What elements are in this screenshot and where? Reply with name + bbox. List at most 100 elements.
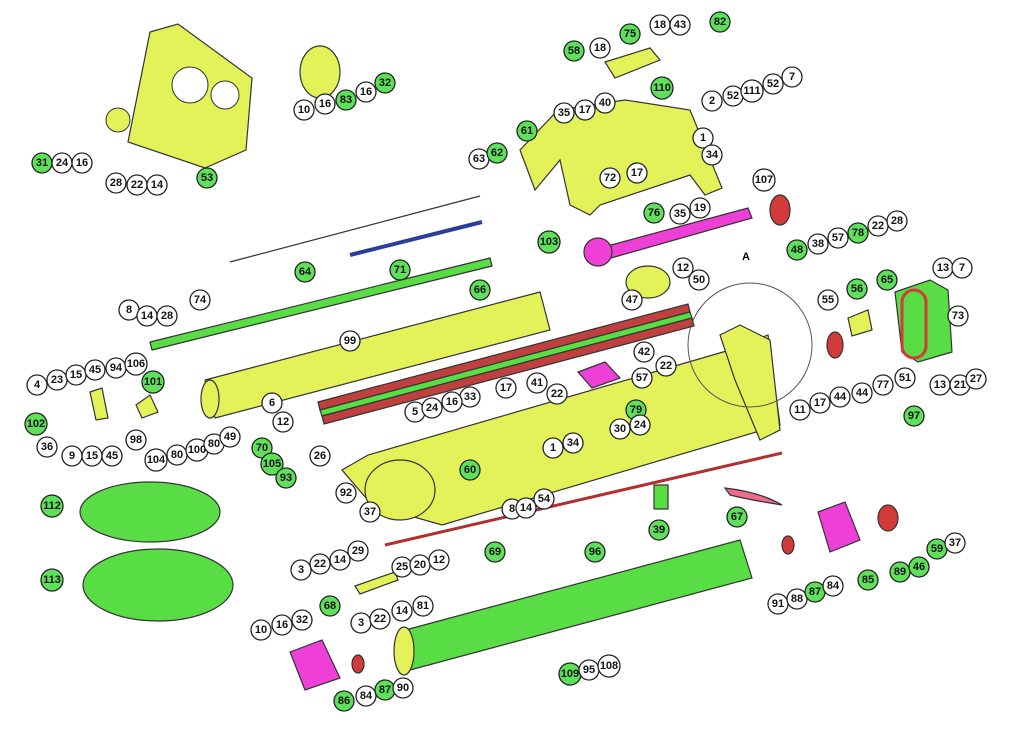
parts-layer: A [79,23,953,691]
callout-number: 12 [433,554,445,566]
callout-8: 8 [118,299,140,321]
callout-number: 80 [208,438,220,450]
callout-number: 45 [106,450,118,462]
callout-111: 111 [740,79,764,103]
callout-number: 7 [789,71,795,83]
callout-77: 77 [872,374,894,396]
callout-circle [762,73,784,95]
callout-number: 106 [127,358,145,370]
callout-number: 97 [908,410,920,422]
callout-number: 48 [791,244,803,256]
callout-circle [469,279,491,301]
callout-73: 73 [947,305,969,327]
red-rod [384,451,783,547]
callout-number: 19 [694,202,706,214]
callout-110: 110 [650,76,674,100]
callout-circle [701,90,723,112]
callout-circle [740,79,764,103]
callout-17: 17 [574,99,596,121]
callout-circle [563,40,585,62]
callout-number: 35 [558,107,570,119]
callout-1: 1 [542,437,564,459]
callout-number: 18 [654,19,666,31]
callout-16: 16 [441,391,463,413]
callout-number: 25 [396,561,408,573]
callout-circle [355,81,377,103]
callout-63: 63 [468,148,490,170]
callout-number: 32 [296,614,308,626]
callout-circle [84,359,106,381]
callout-39: 39 [648,519,670,541]
callout-2: 2 [701,90,723,112]
callout-circle [626,162,648,184]
callout-number: 95 [583,664,595,676]
callout-number: 13 [934,379,946,391]
callout-30: 30 [609,418,631,440]
callout-circle [827,227,849,249]
plate-hole [171,66,209,104]
callout-101: 101 [141,370,165,394]
callout-number: 22 [374,613,386,625]
callout-74: 74 [189,289,211,311]
callout-95: 95 [578,659,600,681]
detail-ellipse-112 [79,481,221,543]
callout-circle [125,429,147,451]
callout-64: 64 [294,261,316,283]
callout-circle [156,305,178,327]
callout-106: 106 [124,352,148,376]
callout-number: 91 [772,598,784,610]
callout-circle [597,654,621,678]
roller-end [200,379,220,419]
callout-number: 24 [426,402,439,414]
green-bar [229,195,481,263]
detail-circle [687,282,813,408]
callout-circle [631,367,653,389]
callout-number: 22 [872,220,884,232]
callout-circle [412,595,434,617]
callout-circle [146,174,168,196]
ring [625,265,671,299]
callout-16: 16 [355,81,377,103]
callout-number: 41 [531,377,543,389]
callout-circle [829,386,851,408]
callout-number: 86 [338,695,350,707]
callout-circle [105,172,127,194]
callout-number: 8 [509,503,515,515]
callout-circle [846,278,868,300]
callout-circle [709,11,731,33]
callout-71: 71 [389,259,411,281]
callout-circle [26,374,48,396]
callout-number: 56 [851,283,863,295]
callout-circle [689,197,711,219]
callout-23: 23 [46,369,68,391]
callout-number: 76 [648,207,660,219]
callout-circle [250,619,272,641]
callout-number: 34 [706,149,719,161]
callout-circle [293,99,315,121]
link-bracket [89,387,109,421]
callout-number: 18 [594,42,606,54]
callout-circle [847,222,869,244]
callout-86: 86 [333,690,355,712]
callout-number: 57 [636,372,648,384]
callout-98: 98 [125,429,147,451]
callout-circle [515,497,537,519]
callout-number: 79 [630,404,642,416]
callout-number: 70 [256,442,268,454]
callout-number: 87 [809,586,821,598]
callout-32: 32 [374,72,396,94]
callout-circle [196,167,218,189]
callout-3: 3 [350,612,372,634]
housing-end [364,459,436,521]
callout-45: 45 [101,445,123,467]
callout-circle [872,374,894,396]
callout-number: 105 [263,458,281,470]
callout-number: 92 [340,487,352,499]
callout-circle [189,289,211,311]
callout-54: 54 [533,488,555,510]
callout-37: 37 [944,532,966,554]
callout-83: 83 [335,89,357,111]
callout-number: 24 [56,157,69,169]
callout-number: 7 [959,262,965,274]
